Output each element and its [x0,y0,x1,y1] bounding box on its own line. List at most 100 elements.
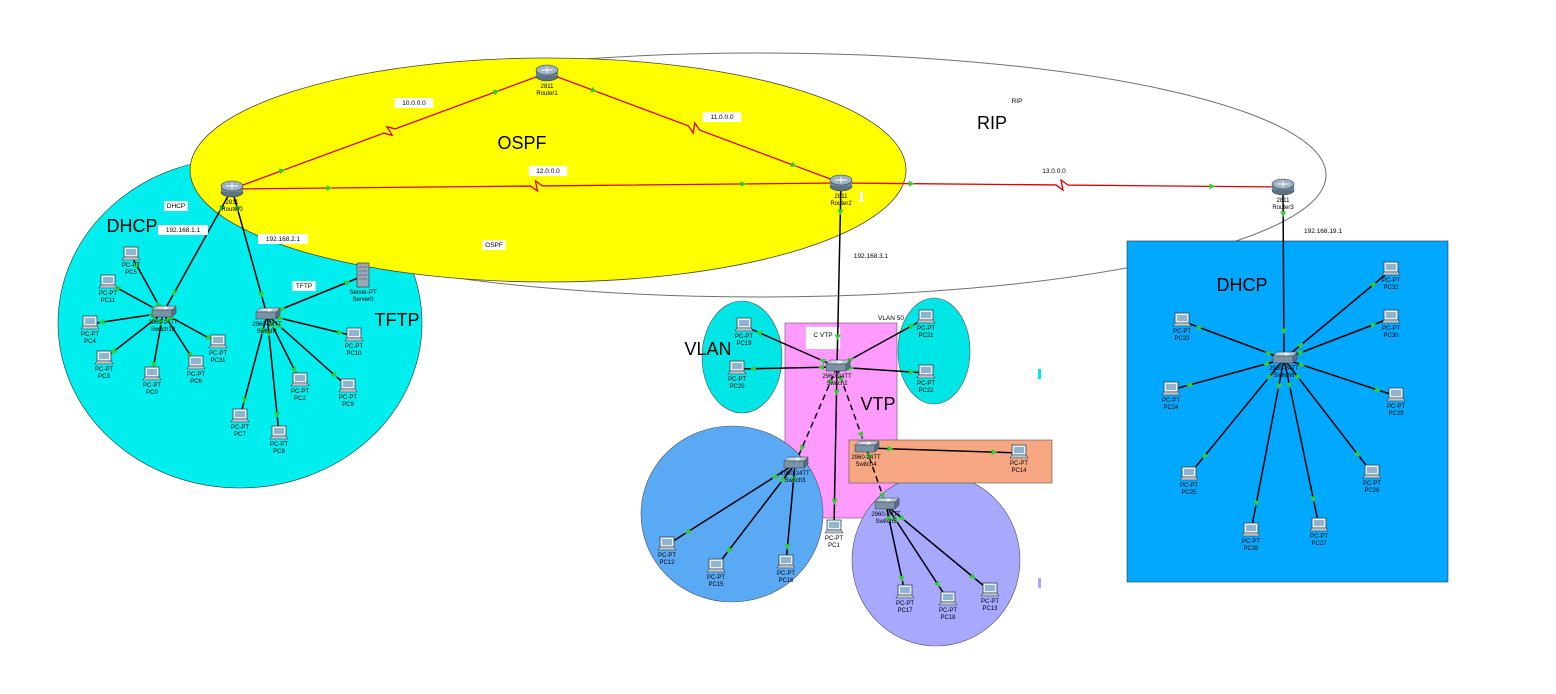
pc-icon[interactable] [916,309,936,324]
router-name-label: Router0 [221,207,243,213]
zone-note-label-box [482,240,506,250]
pc-icon[interactable] [776,554,796,569]
router-icon[interactable] [535,64,559,82]
small-marker [860,192,863,202]
pc-type-label: PC-PT [345,344,363,350]
port-light-icon [908,368,915,375]
zones-layer [57,52,1449,647]
pc-icon[interactable] [98,274,118,289]
pc-icon[interactable] [1309,517,1329,532]
port-light-icon [1186,381,1193,388]
port-light-icon [819,358,827,365]
pc-icon[interactable] [269,425,289,440]
network-label: 192.168.3.1 [854,253,889,260]
pc-name-label: PC6 [190,379,202,385]
pc-name-label: PC28 [1243,546,1259,552]
port-light-icon [98,318,106,325]
pc-icon[interactable] [1386,387,1406,402]
pc-icon[interactable] [734,317,754,332]
pc-icon[interactable] [1009,444,1029,459]
pc-icon[interactable] [290,372,310,387]
pc-icon[interactable] [824,519,844,534]
port-light-icon [158,319,165,326]
pc-icon[interactable] [142,366,162,381]
pc-name-label: PC29 [1388,411,1404,417]
network-label: 192.168.1.1 [166,227,201,234]
devices-layer [80,64,1406,606]
switch-icon[interactable] [1272,351,1298,364]
pc-icon[interactable] [208,334,228,349]
pc-icon[interactable] [1161,381,1181,396]
pc-icon[interactable] [121,246,141,261]
pc-icon[interactable] [727,360,747,375]
crossover-link[interactable] [794,366,838,465]
network-label: 192.168.19.1 [1304,228,1342,235]
pc-icon[interactable] [1362,464,1382,479]
pc-type-label: PC-PT [917,326,935,332]
port-light-icon [898,514,905,521]
network-label-box [846,251,896,261]
port-light-icon [837,376,844,383]
serial-link[interactable] [546,72,842,184]
port-light-icon [1202,452,1209,459]
router-model-label: 2811 [226,200,240,206]
pc-type-label: PC-PT [1162,398,1180,404]
pc-icon[interactable] [1241,522,1261,537]
pc-icon[interactable] [1179,466,1199,481]
serial-link[interactable] [840,178,1284,192]
pc-type-label: PC-PT [209,351,227,357]
port-light-icon [784,543,791,551]
pc-icon[interactable] [186,355,206,370]
pc-type-label: PC-PT [917,381,935,387]
pc-icon[interactable] [344,327,364,342]
switch-icon[interactable] [151,305,177,318]
port-light-icon [1297,350,1304,357]
port-light-icon [885,515,892,523]
router-icon[interactable] [829,174,853,192]
port-light-icon [834,334,841,341]
pc-icon[interactable] [338,378,358,393]
pc-type-label: PC-PT [1173,329,1191,335]
port-light-icon [908,180,915,187]
switch-icon[interactable] [255,307,281,320]
port-light-icon [1280,328,1287,335]
pc-name-label: PC8 [273,449,285,455]
switch-icon[interactable] [874,497,900,510]
port-light-icon [1369,282,1377,289]
zone-note-label: RIP [1012,98,1023,105]
pc-icon[interactable] [916,364,936,379]
pc-name-label: PC20 [729,384,745,390]
pc-icon[interactable] [895,584,915,599]
vlan50-zone [897,297,971,405]
network-label: 13.0.0.0 [1042,168,1066,175]
switch-icon[interactable] [854,440,880,453]
switch-icon[interactable] [825,359,851,372]
serial-link[interactable] [231,179,842,193]
pc-icon[interactable] [1172,312,1192,327]
pc-type-label: PC-PT [735,334,753,340]
port-light-icon [878,492,885,499]
pc-icon[interactable] [80,315,100,330]
zone-title-label: DHCP [1216,275,1267,295]
pc-icon[interactable] [1381,261,1401,276]
port-light-icon [790,476,797,483]
server-icon[interactable] [356,262,370,288]
pc-icon[interactable] [980,582,1000,597]
router-icon[interactable] [1271,178,1295,196]
router-name-label: Router2 [830,201,852,207]
serial-link[interactable] [231,72,548,190]
vlan-left-zone [701,300,783,414]
switch-icon[interactable] [783,456,809,469]
pc-icon[interactable] [94,350,114,365]
pc-name-label: PC10 [346,351,362,357]
pc-icon[interactable] [1381,309,1401,324]
pc-type-label: PC-PT [1382,326,1400,332]
pc-icon[interactable] [230,408,250,423]
router-icon[interactable] [220,180,244,198]
port-light-icon [172,289,179,296]
pc-icon[interactable] [657,536,677,551]
switch-name-label: Switch4 [855,462,877,468]
network-label-box [1296,226,1350,236]
pc-icon[interactable] [706,558,726,573]
pc-icon[interactable] [938,591,958,606]
